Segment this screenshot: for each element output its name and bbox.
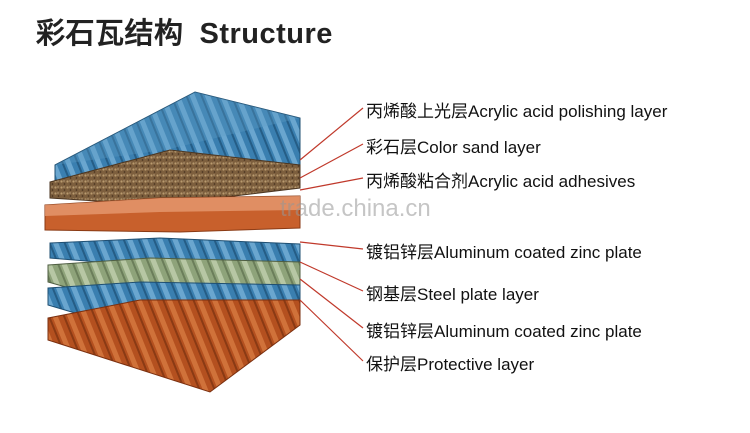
sand-layer-icon <box>49 149 301 206</box>
leader-line <box>299 177 364 191</box>
title-english: Structure <box>199 18 333 50</box>
label-zinc-layer-bottom: 镀铝锌层Aluminum coated zinc plate <box>366 322 642 341</box>
leader-lines <box>299 107 364 362</box>
protective-layer-icon <box>47 299 301 393</box>
leader-line <box>299 143 364 179</box>
leader-line <box>299 241 364 250</box>
page-title: 彩石瓦结构 Structure <box>36 10 333 52</box>
label-zinc-layer-top: 镀铝锌层Aluminum coated zinc plate <box>366 243 642 262</box>
label-polishing-layer: 丙烯酸上光层Acrylic acid polishing layer <box>366 102 668 121</box>
label-protective-layer: 保护层Protective layer <box>366 355 535 374</box>
label-adhesive-layer: 丙烯酸粘合剂Acrylic acid adhesives <box>366 172 636 191</box>
leader-line <box>299 299 364 362</box>
watermark: trade.china.cn <box>280 195 431 222</box>
leader-line <box>299 261 364 292</box>
leader-line <box>299 278 364 329</box>
label-sand-layer: 彩石层Color sand layer <box>366 138 541 157</box>
title-chinese: 彩石瓦结构 <box>36 16 184 50</box>
label-steel-layer: 钢基层Steel plate layer <box>366 285 539 304</box>
leader-line <box>299 107 364 161</box>
